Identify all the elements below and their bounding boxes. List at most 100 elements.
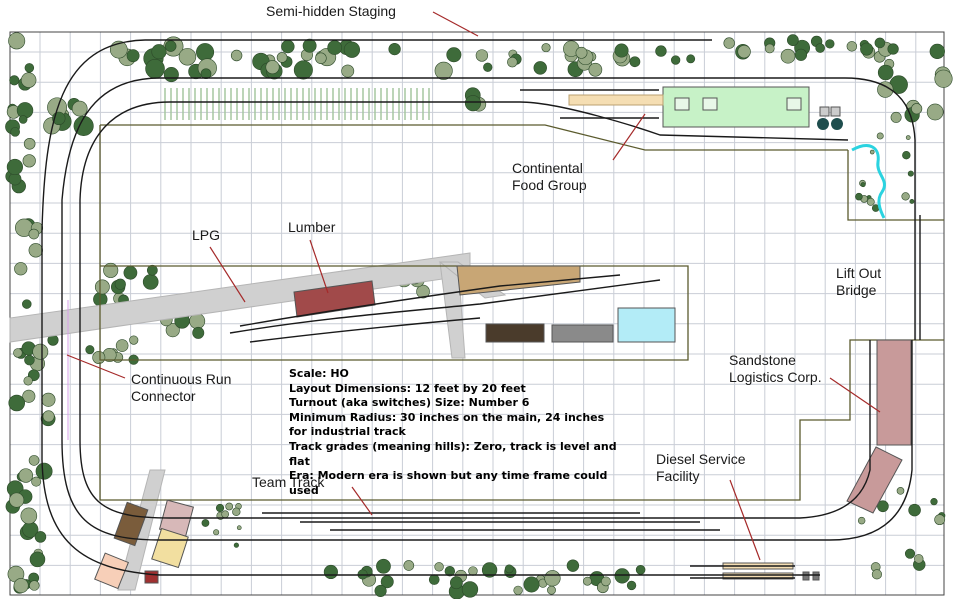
tree-icon [22,299,32,309]
tree-icon [163,67,179,83]
tree-icon [341,64,355,78]
tree-icon [13,578,29,594]
tree-icon [230,49,243,62]
tree-icon [860,182,866,188]
tree-icon [73,115,94,136]
tree-icon [857,516,866,525]
tree-icon [434,61,453,80]
tree-icon [416,284,430,299]
tree-icon [904,548,916,559]
tree-icon [23,137,36,150]
tree-icon [374,584,387,598]
tree-icon [866,197,875,206]
tree-icon [869,149,875,155]
tree-icon [902,151,911,160]
tree-icon [34,531,47,543]
tree-icon [905,135,911,140]
tree-icon [614,43,629,58]
tree-icon [513,585,523,596]
tree-icon [629,56,641,68]
tree-icon [855,192,863,201]
tree-icon [909,199,915,204]
tree-icon [323,564,338,580]
tree-icon [614,568,630,584]
tree-icon [887,43,899,55]
tree-icon [215,503,225,513]
tree-icon [671,55,681,65]
tree-icon [103,262,119,278]
label-continental-food-group: Continental Food Group [512,160,587,193]
tree-icon [566,559,580,572]
note-line: Scale: HO [289,367,349,380]
tree-icon [934,514,946,526]
tree-icon [575,46,588,59]
tree-icon [232,507,241,517]
tree-icon [655,45,667,57]
tree-icon [896,487,905,495]
tree-icon [302,38,317,53]
buildings [94,86,912,590]
lumber-building-icon [293,280,376,318]
tree-icon [764,43,775,54]
track-lines [41,39,921,579]
tree-icon [908,503,921,517]
tree-icon [225,502,234,511]
tree-icon [825,39,835,49]
tree-icon [315,52,327,64]
label-sandstone-logistics: Sandstone Logistics Corp. [729,352,822,385]
tree-icon [914,554,924,564]
tree-icon [446,47,462,63]
tree-icon [504,564,514,574]
tree-icon [737,44,751,59]
tree-icon [9,75,20,86]
tree-icon [221,510,230,519]
tree-icon [877,81,894,98]
tree-icon [686,54,696,64]
tree-icon [588,62,603,77]
layout-notes: Scale: HO Layout Dimensions: 12 feet by … [289,367,619,498]
tree-icon [13,348,23,358]
tree-icon [146,264,158,276]
tree-icon [794,48,808,61]
tree-icon [926,103,944,121]
tree-icon [196,43,215,62]
tree-icon [428,574,440,585]
tree-icon [20,507,38,525]
tree-icon [907,170,914,177]
tree-icon [126,49,140,63]
tree-icon [475,49,489,62]
tree-icon [114,278,126,290]
tree-icon [343,41,361,58]
tree-icon [10,127,20,137]
tree-icon [541,43,551,53]
layout-border [9,31,945,596]
tree-icon [28,228,40,240]
tree-icon [94,279,110,295]
note-line: Era: Modern era is shown but any time fr… [289,469,608,497]
tree-icon [461,581,479,598]
note-line: Minimum Radius: 30 inches on the main, 2… [289,410,605,439]
tree-icon [293,60,313,80]
tree-icon [601,576,611,587]
tree-icon [468,566,478,576]
tree-icon [507,56,518,68]
tree-icon [930,498,938,506]
tree-icon [233,542,239,548]
tree-icon [276,52,288,63]
tree-icon [523,576,540,593]
tree-icon [201,519,210,527]
tree-icon [403,560,415,571]
note-line: Layout Dimensions: 12 feet by 20 feet [289,381,526,395]
scenery-trees [5,32,953,599]
field-rows [164,88,430,120]
label-lift-out-bridge: Lift Out Bridge [836,265,882,298]
tree-icon [544,570,561,587]
tree-icon [281,39,295,54]
tree-icon [28,243,43,258]
tree-icon [635,565,646,575]
tree-icon [547,585,556,595]
layout-grid [10,32,944,595]
tree-icon [236,525,242,531]
note-line: Turnout (aka switches) Size: Number 6 [289,396,530,410]
